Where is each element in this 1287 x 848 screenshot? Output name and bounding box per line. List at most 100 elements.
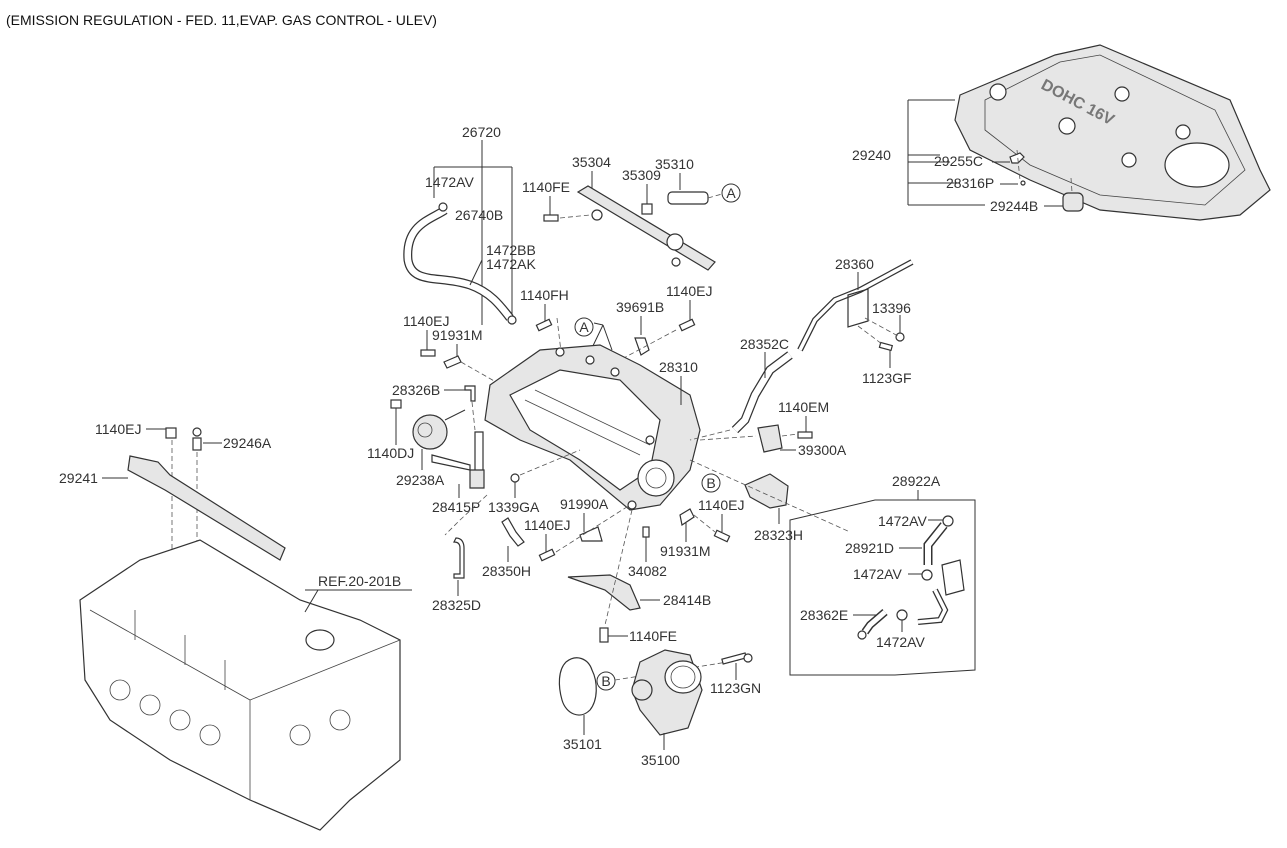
label-29246A[interactable]: 29246A [223,435,272,451]
label-91990A[interactable]: 91990A [560,496,609,512]
label-29244B[interactable]: 29244B [990,198,1038,214]
label-26740B[interactable]: 26740B [455,207,503,223]
label-29241[interactable]: 29241 [59,470,98,486]
label-1140EJ-top[interactable]: 1140EJ [666,283,712,299]
label-1140EJ-cover[interactable]: 1140EJ [95,421,141,437]
label-ref-20-201B[interactable]: REF.20-201B [318,573,401,589]
clamp-1472AV-r2 [921,569,933,581]
bracket-28360 [847,288,869,328]
label-1472BB[interactable]: 1472BB [486,242,536,258]
label-26720[interactable]: 26720 [462,124,501,140]
label-1140EM[interactable]: 1140EM [778,399,829,415]
clip-29255C [1009,152,1025,164]
hose-28325D [453,537,465,579]
label-28414B[interactable]: 28414B [663,592,711,608]
label-91931M-right[interactable]: 91931M [660,543,711,559]
hose-28921D [925,523,947,565]
bolt-1140EJ-mid [538,548,556,562]
ref-mark-a: A [726,185,736,201]
bolt-1140FE-top [543,214,559,222]
label-28323H[interactable]: 28323H [754,527,803,543]
label-28350H[interactable]: 28350H [482,563,531,579]
gasket-35101 [558,657,597,716]
bolt-1140EJ-right [713,529,731,543]
label-35309[interactable]: 35309 [622,167,661,183]
ref-mark-b-throttle: B [601,673,610,689]
ref-mark-a-manifold: A [579,319,589,335]
bolt-1123GN [721,652,748,665]
pipe-28360 [798,260,913,351]
label-1140EJ-right[interactable]: 1140EJ [698,497,744,513]
bolt-1140EM [797,431,813,439]
label-35310[interactable]: 35310 [655,156,694,172]
label-1140DJ[interactable]: 1140DJ [367,445,414,461]
stud-29246A [192,437,202,451]
label-28316P[interactable]: 28316P [946,175,994,191]
bolt-1140EJ-cover [165,427,177,439]
clip-35309 [641,203,653,215]
solenoid-28415P [469,469,485,489]
sensor-39300A [757,424,783,453]
bolt-1123GF [878,341,894,352]
label-29238A[interactable]: 29238A [396,472,445,488]
label-1123GN[interactable]: 1123GN [710,680,761,696]
label-1140EJ-left[interactable]: 1140EJ [403,313,449,329]
label-1140FE-top[interactable]: 1140FE [522,179,570,195]
label-1472AV-top[interactable]: 1472AV [425,174,474,190]
label-28326B[interactable]: 28326B [392,382,440,398]
bolt-1140EJ-top [678,318,696,332]
fuel-rail-35304 [576,185,716,271]
bolt-1140DJ [390,399,402,409]
label-35100[interactable]: 35100 [641,752,680,768]
clip-34082 [642,526,650,538]
clamp-1472AV-r1 [942,515,954,527]
label-34082[interactable]: 34082 [628,563,667,579]
label-1140FH[interactable]: 1140FH [520,287,569,303]
throttle-body-35100[interactable] [631,649,703,736]
bracket-91931M-left [443,355,462,369]
nut-13396 [895,332,905,342]
label-1123GF[interactable]: 1123GF [862,370,912,386]
bolt-1140FE-bottom [599,627,609,643]
cylinder-head-engine [79,539,401,831]
label-35304[interactable]: 35304 [572,154,611,170]
injector-35310 [667,191,709,205]
diagram-title: (EMISSION REGULATION - FED. 11,EVAP. GAS… [6,12,437,28]
hose-28352C [732,352,792,433]
label-1472AV-r3[interactable]: 1472AV [876,634,925,650]
label-1472AK[interactable]: 1472AK [486,256,536,272]
label-28922A[interactable]: 28922A [892,473,941,489]
valve-28323H [744,473,789,509]
valve-28350H [501,517,525,547]
label-1472AV-r1[interactable]: 1472AV [878,513,927,529]
ref-mark-b: B [706,475,715,491]
bracket-hose-kit [941,559,965,596]
label-91931M-left[interactable]: 91931M [432,327,483,343]
pipe-hose-kit [917,589,947,624]
label-28362E[interactable]: 28362E [800,607,848,623]
label-28352C[interactable]: 28352C [740,336,789,352]
label-28325D[interactable]: 28325D [432,597,481,613]
intake-manifold-28310[interactable] [484,344,701,511]
label-29255C[interactable]: 29255C [934,153,983,169]
pipe-28326B [464,385,476,402]
nut-1339GA [510,473,520,483]
label-1140FE-bottom[interactable]: 1140FE [629,628,677,644]
hose-kit-box [789,499,976,676]
label-35101[interactable]: 35101 [563,736,602,752]
label-28310[interactable]: 28310 [659,359,698,375]
pin-28316P [1020,180,1026,186]
label-28415P[interactable]: 28415P [432,499,480,515]
engine-cover-29240[interactable]: DOHC 16V [954,44,1271,221]
label-29240[interactable]: 29240 [852,147,891,163]
label-28360[interactable]: 28360 [835,256,874,272]
label-1472AV-r2[interactable]: 1472AV [853,566,902,582]
bracket-28415P [474,431,484,473]
label-1140EJ-mid[interactable]: 1140EJ [524,517,570,533]
label-1339GA[interactable]: 1339GA [488,499,540,515]
label-28921D[interactable]: 28921D [845,540,894,556]
bracket-39691B [634,337,650,356]
label-13396[interactable]: 13396 [872,300,911,316]
label-39691B[interactable]: 39691B [616,299,664,315]
label-39300A[interactable]: 39300A [798,442,847,458]
